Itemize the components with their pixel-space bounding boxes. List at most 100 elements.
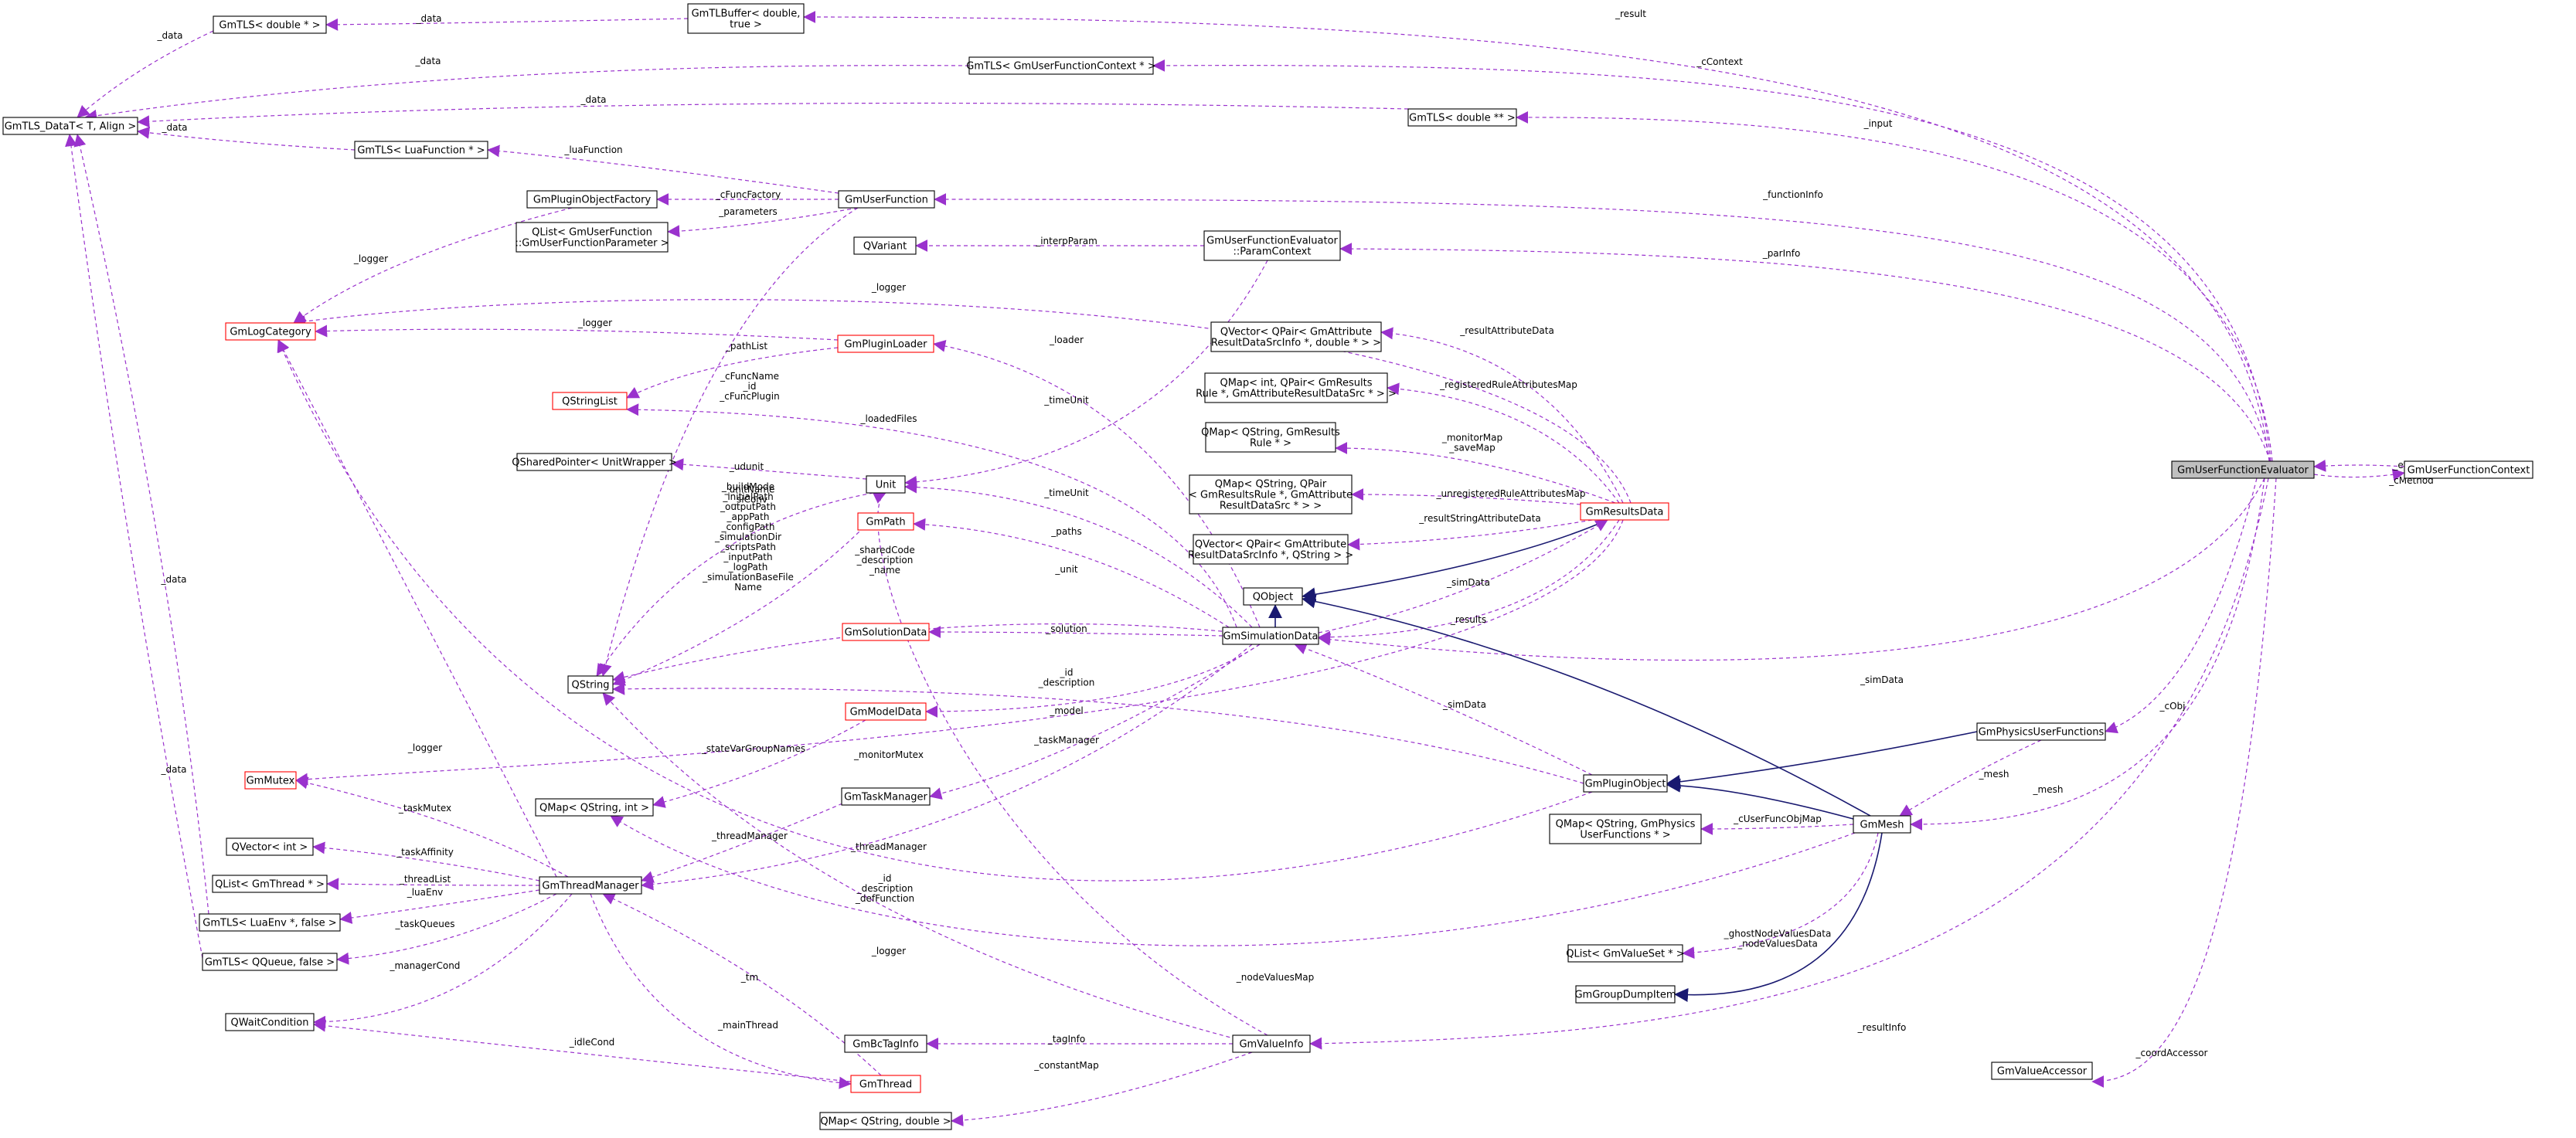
class-box [1991, 1062, 2093, 1080]
class-name: QVariant [863, 241, 907, 253]
edge-label: _mainThread [717, 1020, 778, 1031]
class-node-qmap-qstring-int[interactable]: QMap< QString, int > [535, 798, 654, 817]
edge-label: _timeUnit [1043, 487, 1089, 498]
class-node-model-data[interactable]: GmModelData [845, 702, 927, 721]
edge-label: _model [1049, 705, 1083, 716]
class-box [226, 837, 314, 856]
class-node-qlist-ufp[interactable]: QList< GmUserFunction::GmUserFunctionPar… [515, 222, 669, 253]
class-node-tlbuffer[interactable]: GmTLBuffer< double,true > [687, 3, 805, 34]
class-node-thread[interactable]: GmThread [850, 1075, 921, 1093]
class-node-qmap-qstring-pair[interactable]: QMap< QString, QPair< GmResultsRule *, G… [1189, 474, 1353, 515]
class-node-physics-user-functions[interactable]: GmPhysicsUserFunctions [1976, 722, 2106, 741]
class-node-tls-double[interactable]: GmTLS< double * > [213, 15, 327, 34]
class-node-results-data[interactable]: GmResultsData [1580, 502, 1669, 521]
edge-label: _taskAffinity [396, 847, 454, 858]
class-node-unit[interactable]: Unit [866, 475, 906, 494]
class-node-qvariant[interactable]: QVariant [853, 236, 917, 255]
edge-label: _paths [1050, 526, 1082, 537]
class-node-qmap-qstring-double[interactable]: QMap< QString, double > [819, 1112, 952, 1130]
edge-label: _id_description [1038, 668, 1095, 688]
class-name: QList< GmValueSet * > [1566, 949, 1684, 960]
class-node-value-info[interactable]: GmValueInfo [1232, 1034, 1311, 1053]
class-node-simulation-data[interactable]: GmSimulationData [1222, 627, 1319, 645]
class-node-task-manager[interactable]: GmTaskManager [841, 787, 931, 806]
class-node-qlist-thread[interactable]: QList< GmThread * > [212, 875, 328, 893]
dependency-edge-tls_ufc-to-tls_datat [84, 65, 970, 122]
class-name: GmUserFunctionContext [2408, 465, 2530, 477]
class-box [2404, 460, 2533, 479]
class-box [841, 787, 931, 806]
class-node-gmpath[interactable]: GmPath [857, 512, 914, 531]
class-node-wait-condition[interactable]: QWaitCondition [225, 1013, 315, 1031]
class-node-mesh[interactable]: GmMesh [1853, 815, 1911, 834]
class-node-group-dump-item[interactable]: GmGroupDumpItem [1574, 985, 1676, 1004]
dependency-edge-plugin_object-to-qstring [612, 682, 1584, 784]
edge-label: _parameters [718, 206, 778, 217]
dependency-edge-evaluator-to-tlbuffer [803, 11, 2270, 462]
class-node-qstringlist[interactable]: QStringList [552, 392, 628, 410]
class-node-bc-tag-info[interactable]: GmBcTagInfo [844, 1034, 927, 1053]
class-node-plugin-loader[interactable]: GmPluginLoader [837, 335, 934, 353]
class-node-user-function-context[interactable]: GmUserFunctionContext [2404, 460, 2533, 479]
class-node-qobject[interactable]: QObject [1243, 587, 1303, 606]
edge-label: _taskManager [1033, 735, 1099, 746]
class-name: GmBcTagInfo [852, 1039, 918, 1051]
class-node-plugin-object[interactable]: GmPluginObject [1583, 774, 1668, 793]
class-node-tls-ufc[interactable]: GmTLS< GmUserFunctionContext * > [966, 56, 1156, 75]
dependency-edge-plugin_loader-to-qstringlist [626, 347, 839, 399]
dependency-edge-simulation_data-to-solution_data [928, 626, 1223, 639]
class-box [1575, 985, 1676, 1004]
dependency-edge-param_context-to-unit [904, 260, 1268, 488]
dependency-edge-unit-to-qstring [596, 492, 874, 677]
class-node-solution-data[interactable]: GmSolutionData [842, 623, 930, 641]
class-node-tls-double2[interactable]: GmTLS< double ** > [1407, 108, 1517, 127]
class-name: GmTLS_DataT< T, Align > [5, 121, 137, 133]
edge-label: _tm [740, 972, 758, 983]
class-name: GmTaskManager [844, 792, 927, 803]
class-node-tls-datat[interactable]: GmTLS_DataT< T, Align > [2, 117, 138, 135]
edge-label: _mesh [2033, 784, 2064, 795]
class-box [857, 512, 914, 531]
class-name: GmThread [859, 1079, 912, 1091]
class-box [842, 623, 930, 641]
dependency-edge-simulation_data-to-task_manager [929, 644, 1261, 800]
class-node-qstring[interactable]: QString [567, 675, 614, 694]
class-node-user-function[interactable]: GmUserFunction [838, 190, 935, 209]
class-node-mutex[interactable]: GmMutex [244, 771, 297, 790]
class-node-tls-lua[interactable]: GmTLS< LuaFunction * > [354, 141, 488, 159]
class-name: Unit [876, 480, 896, 491]
edge-label: _data [580, 94, 606, 105]
dependency-edge-tls_lua-to-tls_datat [137, 126, 356, 151]
class-node-shared-pointer[interactable]: QSharedPointer< UnitWrapper > [512, 453, 677, 471]
dependency-edge-evaluator-to-simulation_data [1318, 477, 2265, 661]
class-box [2, 117, 138, 135]
edge-label: _registeredRuleAttributesMap [1439, 379, 1577, 390]
class-node-log-category[interactable]: GmLogCategory [225, 322, 316, 341]
class-node-plugin-factory[interactable]: GmPluginObjectFactory [526, 190, 658, 209]
class-name: GmMutex [247, 776, 295, 787]
class-node-param-context[interactable]: GmUserFunctionEvaluator::ParamContext [1203, 230, 1341, 261]
dependency-edge-evaluator-to-mesh [1910, 477, 2265, 831]
class-node-evaluator[interactable]: GmUserFunctionEvaluator [2171, 460, 2315, 479]
class-node-qvector-int[interactable]: QVector< int > [226, 837, 314, 856]
edge-label: _id_description_defFunction [855, 873, 914, 904]
class-node-thread-manager[interactable]: GmThreadManager [539, 876, 642, 895]
dependency-edge-thread_manager-to-thread [590, 893, 852, 1089]
dependency-edge-tls_luaenv-to-tls_datat [73, 134, 209, 915]
inheritance-edge-mesh-to-group_dump_item [1674, 832, 1883, 1002]
class-node-value-accessor[interactable]: GmValueAccessor [1991, 1062, 2093, 1080]
class-node-tls-luaenv[interactable]: GmTLS< LuaEnv *, false > [199, 913, 341, 932]
edge-label: _logger [871, 282, 906, 293]
class-node-qlist-valueset[interactable]: QList< GmValueSet * > [1566, 944, 1685, 963]
class-box [1407, 108, 1517, 127]
class-node-tls-qqueue[interactable]: GmTLS< QQueue, false > [202, 953, 338, 971]
dependency-edge-results_data-to-qvector_attr_double [1380, 327, 1624, 504]
dependency-edge-evaluator-to-value_info [1309, 477, 2269, 1050]
dependency-edge-tls_qqueue-to-tls_datat [65, 134, 203, 959]
